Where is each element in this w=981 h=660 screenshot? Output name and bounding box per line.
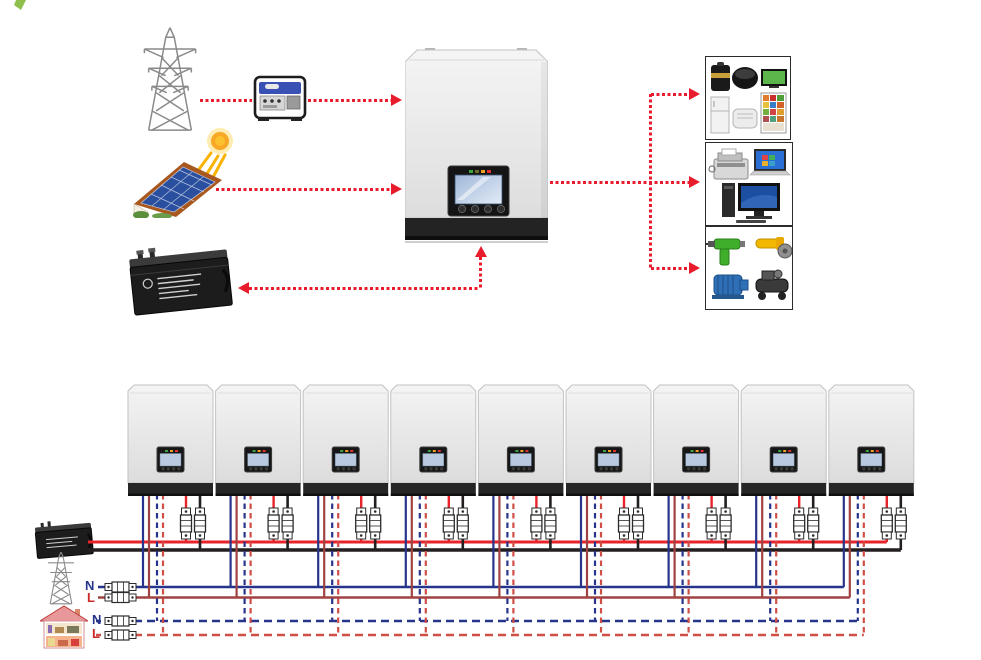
battery-fuse <box>617 507 631 540</box>
solar-roof-icon <box>133 162 222 218</box>
flow-branch-appliances <box>651 93 689 96</box>
household-appliances-icon <box>710 62 787 134</box>
inverter-display <box>594 446 623 473</box>
inverter-display <box>331 446 360 473</box>
inverter-drop-wires <box>492 494 552 635</box>
power-tools-icon <box>704 237 793 300</box>
battery-fuse <box>807 507 820 540</box>
generator-icon <box>253 75 307 121</box>
inverter-display <box>447 165 510 217</box>
battery-fuse <box>193 507 207 540</box>
battery-fuse <box>267 507 280 540</box>
leaf-icon <box>14 0 26 10</box>
flow-generator-to-inverter <box>308 99 391 102</box>
battery-fuse <box>631 507 645 540</box>
inverter-drop-wires <box>141 494 202 635</box>
battery-fuse <box>705 507 718 540</box>
arrowhead-office <box>689 176 700 188</box>
grid-live-breaker <box>104 591 137 604</box>
power-tools-box <box>704 226 793 310</box>
arrowhead-generator-to-inverter <box>391 94 402 106</box>
parallel-grid-tower-icon <box>48 552 74 605</box>
battery-fuse <box>530 507 543 540</box>
parallel-inverter-unit <box>828 384 915 496</box>
inverter-display <box>682 446 711 473</box>
flow-load-trunk <box>649 94 652 268</box>
inverter-display <box>857 446 886 473</box>
parallel-inverter-unit <box>477 384 564 496</box>
parallel-inverter-unit <box>390 384 477 496</box>
battery-fuse <box>179 507 193 540</box>
sun-icon <box>192 128 233 183</box>
parallel-battery-icon <box>34 521 94 559</box>
battery-fuse <box>355 507 368 540</box>
flow-inverter-to-battery <box>249 287 480 290</box>
parallel-inverter-unit <box>127 384 214 496</box>
battery-fuse <box>456 507 469 540</box>
grid-neutral-breaker <box>104 581 137 593</box>
inverter-display <box>769 446 798 473</box>
flow-grid-to-generator <box>200 99 252 102</box>
battery-bank-icon <box>129 247 233 316</box>
household-appliances-box <box>705 56 791 140</box>
battery-fuse <box>281 507 294 540</box>
parallel-inverter-unit <box>653 384 740 496</box>
battery-fuse <box>894 507 907 540</box>
parallel-inverter-unit <box>565 384 652 496</box>
inverter-drop-wires <box>842 494 903 635</box>
grid-live-label: L <box>87 590 95 605</box>
battery-fuse <box>880 507 893 540</box>
inverter-display <box>244 446 273 473</box>
battery-fuse <box>719 507 732 540</box>
flow-inverter-to-loads <box>550 181 690 184</box>
flow-battery-to-inverter <box>479 257 482 288</box>
arrowhead-to-inverter-bottom <box>475 246 487 257</box>
parallel-inverter-unit <box>740 384 827 496</box>
parallel-inverter-unit <box>215 384 302 496</box>
battery-fuse <box>793 507 806 540</box>
arrowhead-solar-to-inverter <box>391 183 402 195</box>
flow-solar-to-inverter <box>216 188 391 191</box>
flow-branch-tools <box>651 267 689 270</box>
arrowhead-to-battery <box>238 282 249 294</box>
parallel-house-icon <box>40 605 88 649</box>
office-equipment-box <box>705 142 793 226</box>
battery-fuse <box>544 507 557 540</box>
utility-grid-tower-icon <box>143 27 197 131</box>
home-live-label: L <box>92 626 100 641</box>
inverter-display <box>419 446 448 473</box>
inverter-display <box>156 446 185 473</box>
inverter-display <box>506 446 535 473</box>
hybrid-inverter-icon <box>405 48 548 243</box>
arrowhead-tools <box>689 262 700 274</box>
home-neutral-label: N <box>92 612 102 627</box>
grid-neutral-label: N <box>85 578 95 593</box>
home-live-breaker <box>104 629 137 641</box>
home-neutral-breaker <box>104 615 137 627</box>
office-equipment-icon <box>708 148 791 223</box>
battery-fuse <box>442 507 455 540</box>
arrowhead-appliances <box>689 88 700 100</box>
parallel-inverter-unit <box>302 384 389 496</box>
battery-fuse <box>369 507 382 540</box>
